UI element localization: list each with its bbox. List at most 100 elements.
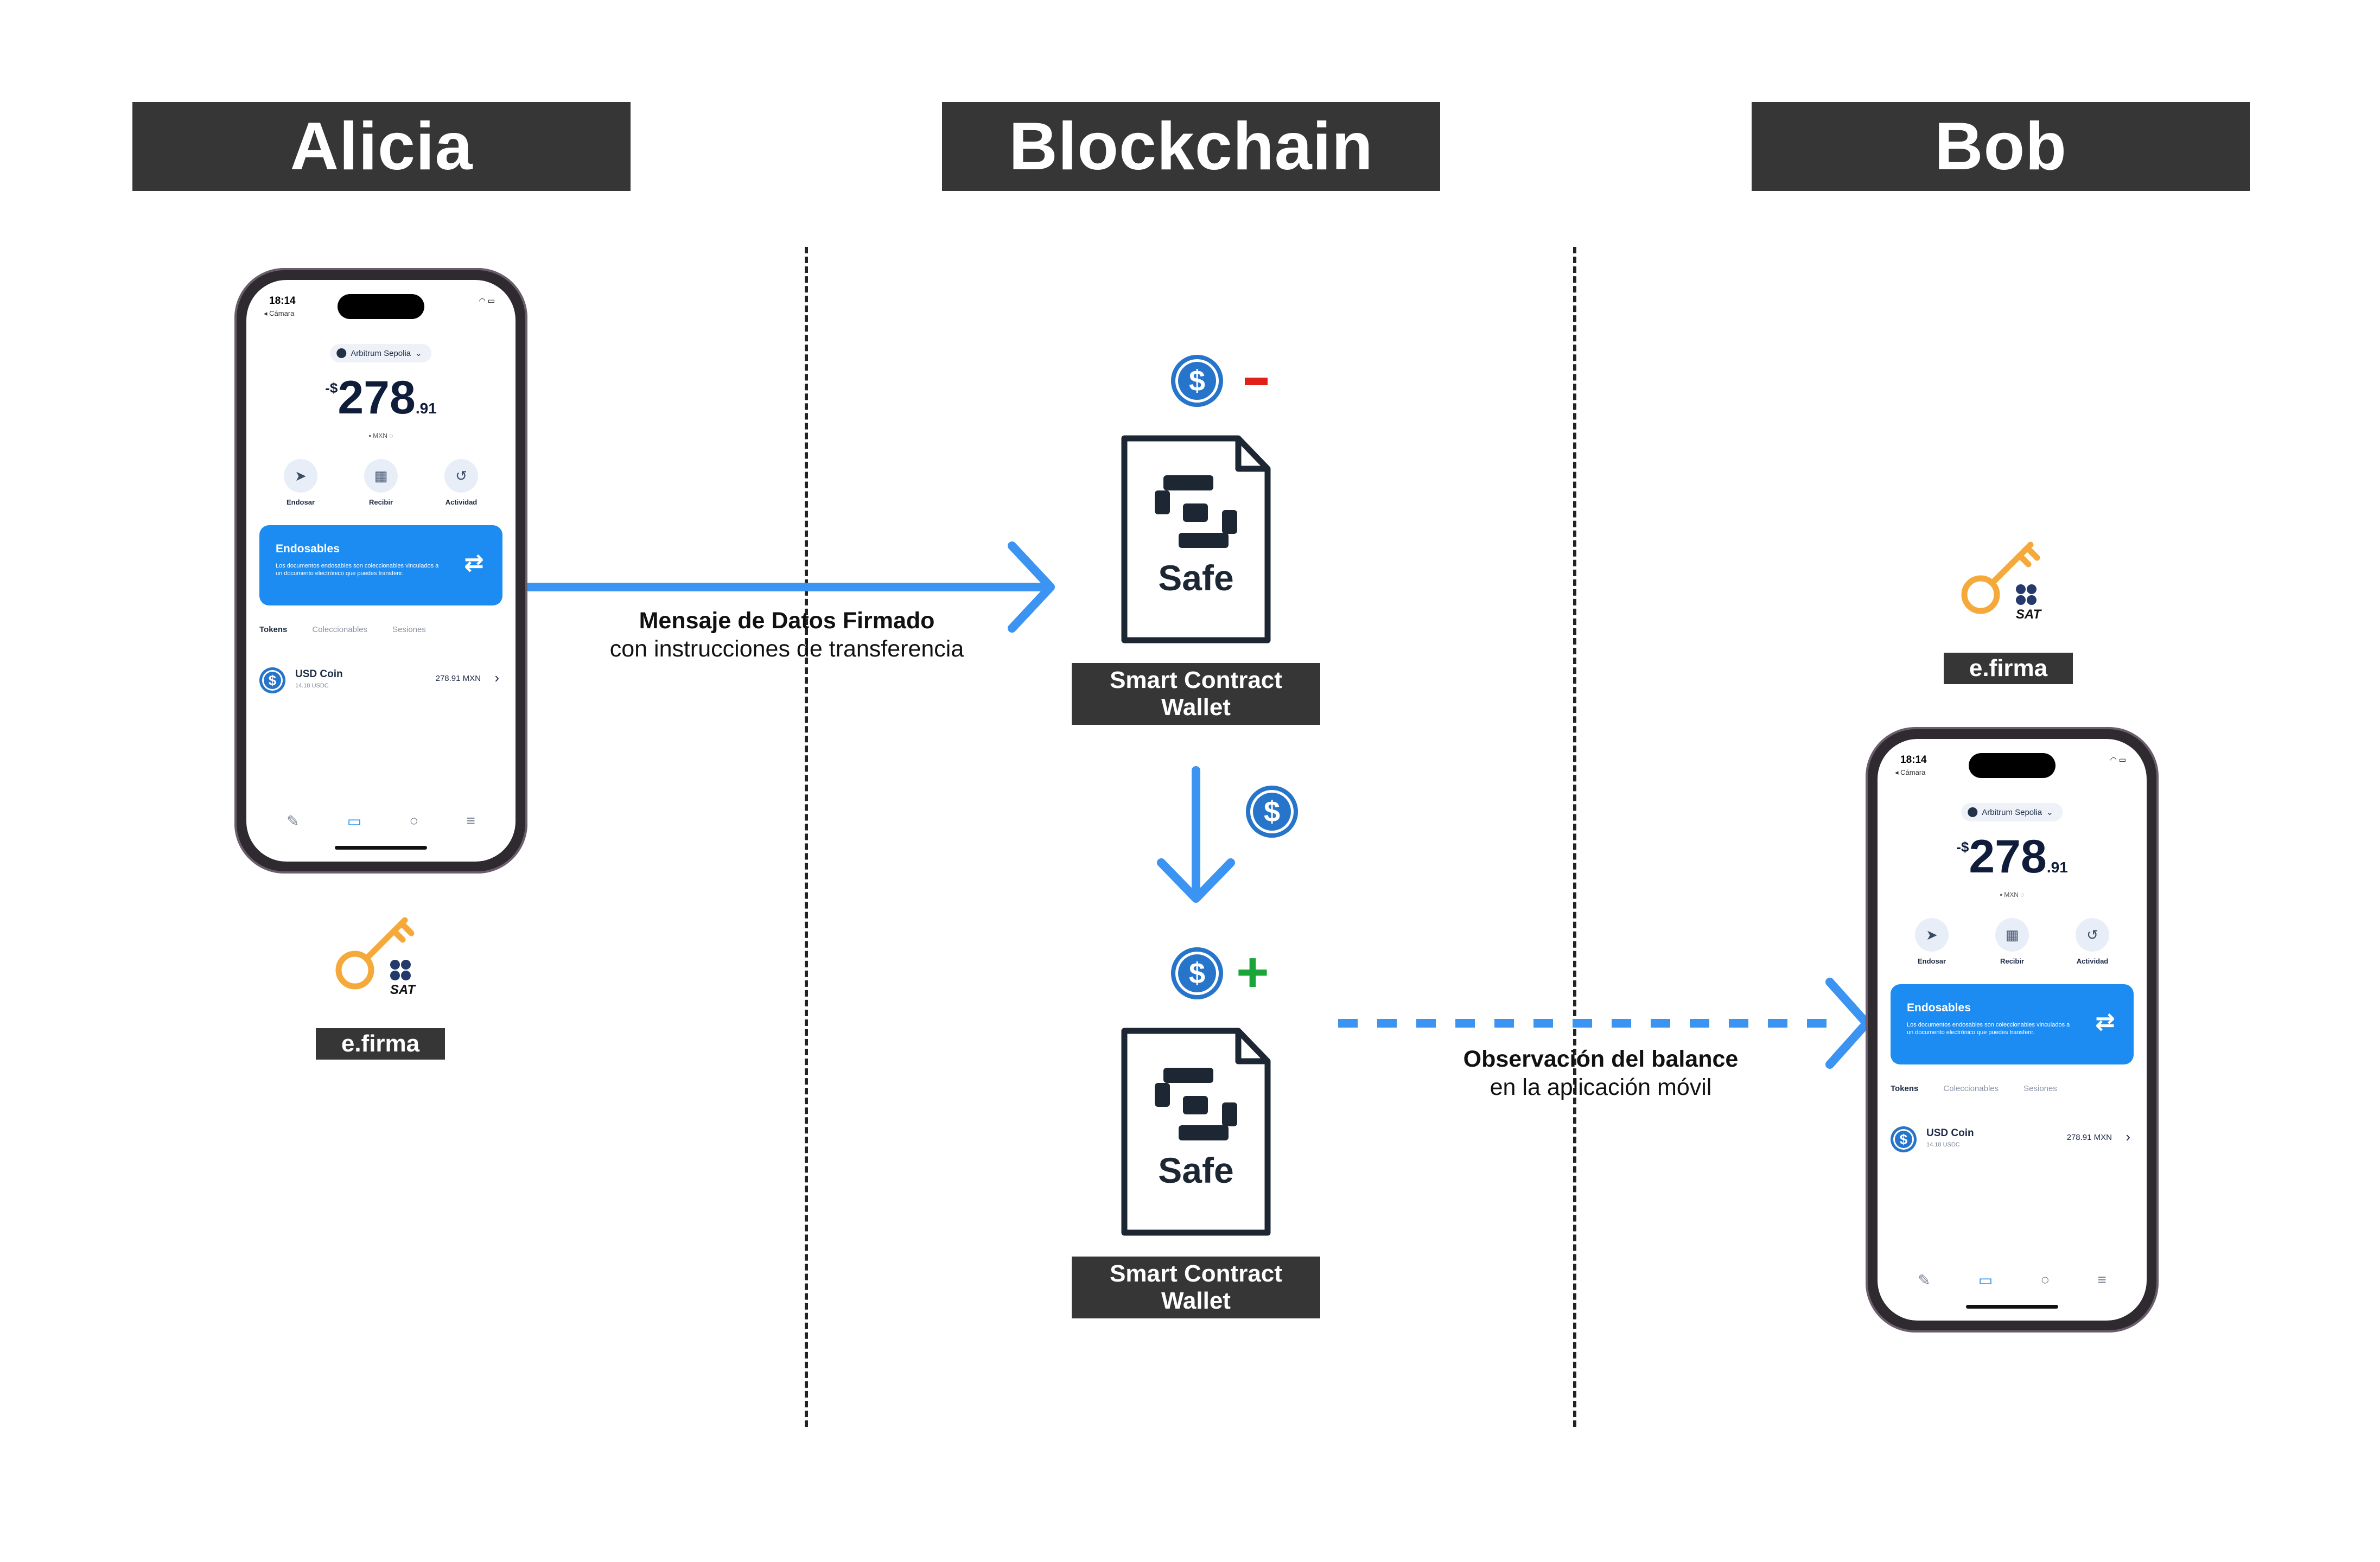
network-name: Arbitrum Sepolia [1982, 807, 2042, 817]
currency-selector[interactable]: ▪ MXN ◌ [1878, 891, 2147, 898]
currency-selector[interactable]: ▪ MXN ◌ [246, 432, 516, 439]
token-name: USD Coin [1926, 1127, 1974, 1139]
send-icon: ➤ [1915, 918, 1949, 952]
qr-icon: ▦ [1995, 918, 2029, 952]
chevron-down-icon: ⌄ [415, 349, 422, 358]
network-icon [1968, 807, 1978, 817]
token-row[interactable]: $ USD Coin 14.18 USDC 278.91 MXN › [1891, 1124, 2134, 1157]
phone-alicia: 18:14 ◂ Cámara ◠ ▭ Arbitrum Sepolia ⌄ -$… [234, 268, 527, 874]
balance-cents: .91 [415, 400, 437, 417]
transfer-icon: ⇄ [2095, 1009, 2115, 1035]
action-label: Actividad [2076, 957, 2109, 965]
menu-icon[interactable]: ≡ [466, 812, 475, 829]
circle-icon[interactable]: ○ [2040, 1271, 2050, 1288]
safe-wallet-icon: Safe [1121, 435, 1271, 643]
network-name: Arbitrum Sepolia [351, 348, 411, 358]
back-link[interactable]: ◂ Cámara [1895, 768, 1926, 776]
status-time: 18:14 [269, 295, 296, 307]
tab-sesiones[interactable]: Sesiones [392, 625, 426, 634]
banner-title: Endosables [1907, 1002, 1971, 1014]
action-label: Endosar [286, 498, 315, 506]
safe-logo-text: Safe [1158, 1150, 1233, 1190]
header-alicia: Alicia [132, 102, 631, 191]
circle-icon[interactable]: ○ [409, 812, 419, 829]
actividad-button[interactable]: ↺ Actividad [444, 459, 478, 506]
battery-icon: ▭ [2118, 755, 2126, 764]
usdc-coin-icon: $ [1171, 355, 1223, 407]
chevron-right-icon: › [2126, 1129, 2130, 1145]
efirma-key-icon: SAT [1961, 541, 2042, 622]
banner-desc: Los documentos endosables son colecciona… [276, 563, 439, 577]
balance-symbol: -$ [325, 380, 338, 396]
token-value: 278.91 MXN [435, 674, 481, 683]
arrow-signed-message [525, 541, 1055, 633]
action-row: ➤ Endosar ▦ Recibir ↺ Actividad [246, 459, 516, 506]
sat-logo-text: SAT [2016, 607, 2042, 622]
network-selector[interactable]: Arbitrum Sepolia ⌄ [330, 344, 432, 362]
sat-logo-text: SAT [390, 983, 417, 997]
scw-line1: Smart Contract [1110, 667, 1282, 693]
endosables-banner[interactable]: Endosables Los documentos endosables son… [1891, 984, 2134, 1064]
caption-observe: Observación del balance en la aplicación… [1378, 1045, 1823, 1101]
usdc-coin-icon: $ [1171, 947, 1223, 999]
caption-signed-sub: con instrucciones de transferencia [609, 636, 964, 662]
history-icon: ↺ [444, 459, 478, 493]
wifi-icon: ◠ [479, 296, 486, 305]
recibir-button[interactable]: ▦ Recibir [1995, 918, 2029, 965]
endosar-button[interactable]: ➤ Endosar [284, 459, 317, 506]
menu-icon[interactable]: ≡ [2097, 1271, 2107, 1288]
balance-main: 278 [1969, 831, 2047, 883]
qr-icon: ▦ [364, 459, 398, 493]
caption-signed-message: Mensaje de Datos Firmado con instruccion… [564, 607, 1009, 663]
endosables-banner[interactable]: Endosables Los documentos endosables son… [259, 525, 502, 605]
chevron-down-icon: ⌄ [2046, 808, 2053, 817]
caption-observe-title: Observación del balance [1463, 1046, 1739, 1072]
flag-icon: ▪ [368, 432, 371, 439]
tab-coleccionables[interactable]: Coleccionables [312, 625, 368, 634]
back-link[interactable]: ◂ Cámara [264, 309, 295, 317]
safe-wallet-icon: Safe [1121, 1028, 1271, 1236]
action-label: Actividad [445, 498, 478, 506]
action-label: Recibir [368, 498, 393, 506]
action-label: Endosar [1917, 957, 1946, 965]
tab-bar: ✎ ▭ ○ ≡ [1878, 1271, 2147, 1289]
plus-icon: + [1236, 941, 1269, 1004]
token-row[interactable]: $ USD Coin 14.18 USDC 278.91 MXN › [259, 665, 502, 698]
currency-code: MXN [373, 432, 387, 439]
token-sub: 14.18 USDC [295, 683, 329, 689]
actividad-button[interactable]: ↺ Actividad [2076, 918, 2109, 965]
caption-signed-title: Mensaje de Datos Firmado [639, 608, 935, 634]
home-indicator [335, 846, 427, 850]
tab-bar: ✎ ▭ ○ ≡ [246, 812, 516, 830]
efirma-label: e.firma [1944, 653, 2073, 684]
tab-sesiones[interactable]: Sesiones [2023, 1084, 2057, 1093]
tab-tokens[interactable]: Tokens [1891, 1084, 1919, 1093]
efirma-label: e.firma [316, 1028, 445, 1060]
balance: -$278.91 [1878, 830, 2147, 884]
endosar-button[interactable]: ➤ Endosar [1915, 918, 1949, 965]
pen-icon[interactable]: ✎ [1918, 1272, 1931, 1289]
wifi-icon: ◠ [2110, 755, 2117, 764]
dynamic-island [1969, 753, 2056, 778]
scw-line1: Smart Contract [1110, 1260, 1282, 1287]
status-icons: ◠ ▭ [479, 296, 495, 305]
battery-icon: ▭ [487, 296, 495, 305]
minus-icon [1245, 378, 1268, 385]
scw-line2: Wallet [1161, 1287, 1231, 1314]
token-value: 278.91 MXN [2066, 1133, 2112, 1142]
wallet-icon[interactable]: ▭ [347, 813, 362, 830]
usdc-coin-icon: $ [1246, 786, 1298, 838]
phone-screen: 18:14 ◂ Cámara ◠ ▭ Arbitrum Sepolia ⌄ -$… [1878, 739, 2147, 1321]
caption-observe-sub: en la aplicación móvil [1490, 1074, 1712, 1100]
tab-coleccionables[interactable]: Coleccionables [1943, 1084, 1999, 1093]
usdc-coin-icon: $ [259, 667, 285, 693]
pen-icon[interactable]: ✎ [287, 813, 300, 830]
wallet-icon[interactable]: ▭ [1978, 1272, 1993, 1289]
network-selector[interactable]: Arbitrum Sepolia ⌄ [1961, 803, 2063, 821]
banner-desc: Los documentos endosables son colecciona… [1907, 1022, 2070, 1036]
balance-main: 278 [338, 372, 416, 424]
phone-bob: 18:14 ◂ Cámara ◠ ▭ Arbitrum Sepolia ⌄ -$… [1866, 727, 2159, 1333]
tab-tokens[interactable]: Tokens [259, 625, 288, 634]
recibir-button[interactable]: ▦ Recibir [364, 459, 398, 506]
